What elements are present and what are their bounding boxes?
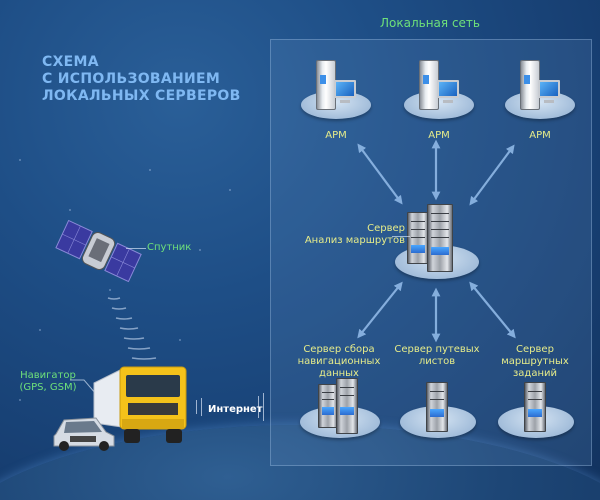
server-label: Сервер путевых листов bbox=[394, 344, 480, 367]
workstation-label: АРМ bbox=[325, 130, 347, 141]
arrow-central-nav bbox=[357, 281, 403, 339]
monitor-icon bbox=[437, 80, 459, 98]
workstation-label: АРМ bbox=[529, 130, 551, 141]
arrow-central-tasks bbox=[469, 281, 516, 339]
server-nav-data: Сервер сбора навигационных данных bbox=[288, 344, 390, 444]
car-icon bbox=[53, 417, 115, 451]
title-line-1: СХЕМА bbox=[42, 54, 99, 70]
internet-signal-bar bbox=[263, 393, 264, 421]
truck-icon bbox=[93, 366, 187, 443]
title-line-3: ЛОКАЛЬНЫХ СЕРВЕРОВ bbox=[42, 88, 241, 104]
central-server-label: Сервер Анализ маршрутов bbox=[304, 223, 405, 246]
server-label: Сервер маршрутных заданий bbox=[501, 344, 569, 379]
workstation-1: АРМ bbox=[298, 58, 378, 150]
internet-label: Интернет bbox=[208, 404, 263, 415]
server-waybills: Сервер путевых листов bbox=[392, 344, 482, 444]
pc-tower-icon bbox=[520, 60, 540, 110]
workstation-label: АРМ bbox=[428, 130, 450, 141]
pc-tower-icon bbox=[419, 60, 439, 110]
internet-signal-bar bbox=[201, 398, 202, 416]
satellite-connector-line bbox=[126, 248, 146, 249]
label-connector-line bbox=[392, 236, 410, 237]
server-rack-icon bbox=[407, 212, 429, 264]
internet-signal-bar bbox=[258, 396, 259, 418]
satellite-label: Спутник bbox=[147, 242, 192, 253]
navigator-connector-line bbox=[70, 379, 97, 395]
server-label: Сервер сбора навигационных данных bbox=[297, 344, 381, 379]
pc-tower-icon bbox=[316, 60, 336, 110]
server-rack-icon bbox=[524, 382, 546, 432]
arrow-arm1-central bbox=[357, 143, 403, 205]
diagram-title: СХЕМА С ИСПОЛЬЗОВАНИЕМ ЛОКАЛЬНЫХ СЕРВЕРО… bbox=[42, 54, 241, 105]
monitor-icon bbox=[334, 80, 356, 98]
internet-signal-bar bbox=[196, 400, 197, 414]
workstation-3: АРМ bbox=[502, 58, 582, 150]
arrow-arm3-central bbox=[469, 144, 515, 206]
server-rack-icon bbox=[426, 382, 448, 432]
satellite-icon bbox=[55, 219, 142, 283]
monitor-icon bbox=[538, 80, 560, 98]
server-route-tasks: Сервер маршрутных заданий bbox=[484, 344, 586, 444]
workstation-2: АРМ bbox=[401, 58, 481, 150]
server-rack-icon bbox=[318, 384, 338, 428]
lan-label: Локальная сеть bbox=[380, 16, 480, 30]
navigator-label: Навигатор (GPS, GSM) bbox=[19, 370, 77, 393]
server-rack-icon bbox=[336, 378, 358, 434]
central-server bbox=[395, 200, 485, 284]
satellite-signal-beam bbox=[107, 297, 157, 360]
title-line-2: С ИСПОЛЬЗОВАНИЕМ bbox=[42, 71, 221, 87]
server-rack-icon bbox=[427, 204, 453, 272]
